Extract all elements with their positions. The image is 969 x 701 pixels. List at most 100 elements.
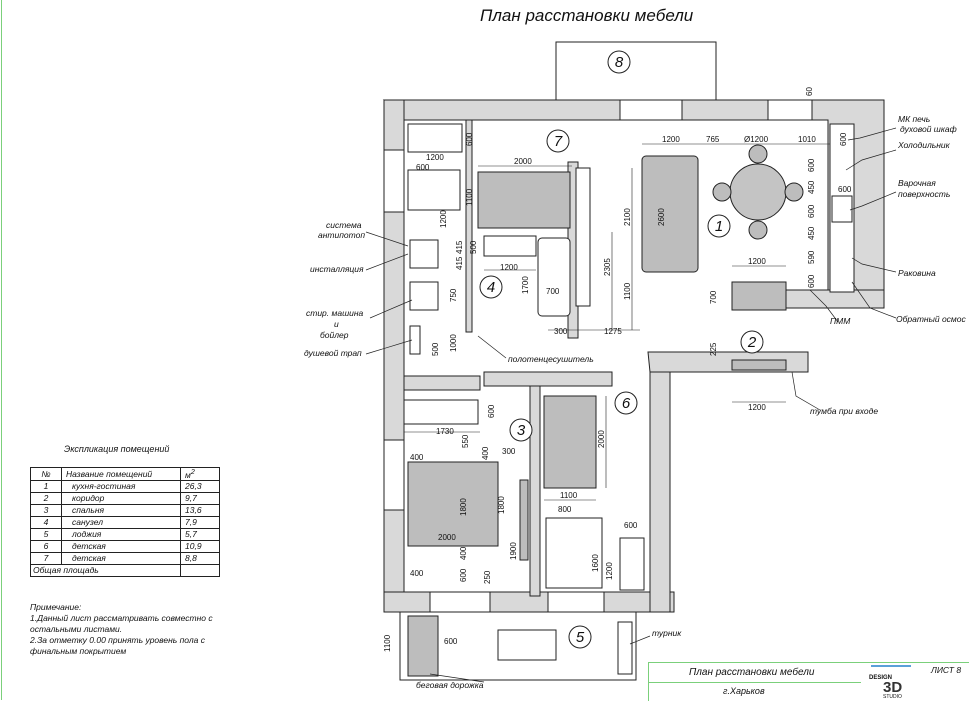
notes-line-2: 2.За отметку 0.00 принять уровень пола с… bbox=[30, 635, 205, 656]
design-studio-logo: DESIGN 3D STUDIO bbox=[865, 663, 921, 701]
bed-3 bbox=[407, 461, 499, 547]
dim-60: 60 bbox=[805, 87, 814, 96]
dim-2305: 2305 bbox=[603, 258, 612, 276]
loggia-bench bbox=[497, 629, 557, 661]
table-header: № Название помещений м2 bbox=[30, 467, 220, 481]
dim-1200-7v: 1200 bbox=[439, 210, 448, 228]
label-towel-dryer: полотенцесушитель bbox=[508, 354, 594, 364]
dim-225: 225 bbox=[709, 342, 718, 356]
label-fridge: Холодильник bbox=[897, 140, 951, 150]
notes-header: Примечание: bbox=[30, 602, 82, 612]
dim-1800-v: 1800 bbox=[497, 496, 506, 514]
table-row: 3 спальня 13,6 bbox=[30, 503, 220, 517]
table-row: 1 кухня-гостиная 26,3 bbox=[30, 479, 220, 493]
table-total-row: Общая площадь bbox=[30, 563, 220, 577]
label-installation: инсталляция bbox=[310, 264, 364, 274]
dim-1275: 1275 bbox=[604, 327, 622, 336]
dim-450a: 450 bbox=[807, 180, 816, 194]
dim-1100-b7: 1100 bbox=[465, 188, 474, 206]
title-block-city: г.Харьков bbox=[723, 686, 765, 696]
room-number-6: 6 bbox=[622, 395, 631, 412]
room-number-4: 4 bbox=[487, 279, 495, 296]
label-washer: стир. машина bbox=[306, 308, 364, 318]
dim-1600: 1600 bbox=[591, 554, 600, 572]
dim-1200-6: 1200 bbox=[605, 562, 614, 580]
chair bbox=[748, 144, 768, 164]
dim-700-bath: 700 bbox=[546, 287, 560, 296]
room-number-7: 7 bbox=[554, 133, 563, 150]
label-pmm: ПММ bbox=[830, 316, 851, 326]
row-name: санузел bbox=[61, 515, 181, 529]
dim-590: 590 bbox=[807, 250, 816, 264]
dim-1100-5: 1100 bbox=[383, 634, 392, 652]
label-hall-cabinet: тумба при входе bbox=[810, 406, 878, 416]
vanity bbox=[483, 235, 537, 257]
dim-600-7: 600 bbox=[465, 132, 474, 146]
total-label: Общая площадь bbox=[30, 563, 181, 577]
dim-400-3b: 400 bbox=[481, 446, 490, 460]
row-num: 3 bbox=[30, 503, 62, 517]
explication-title: Экспликация помещений bbox=[64, 444, 170, 454]
dim-600-pmm: 600 bbox=[807, 274, 816, 288]
row-area: 10,9 bbox=[180, 539, 220, 553]
explication-table: № Название помещений м2 1 кухня-гостиная… bbox=[30, 467, 220, 577]
dim-1200-hall: 1200 bbox=[748, 403, 766, 412]
dim-250: 250 bbox=[483, 570, 492, 584]
dim-415a: 415 bbox=[455, 240, 464, 254]
title-block-title: План расстановки мебели bbox=[689, 667, 815, 678]
toilet bbox=[409, 239, 439, 269]
row-num: 5 bbox=[30, 527, 62, 541]
dim-1800: 1800 bbox=[459, 498, 468, 516]
desk-6 bbox=[545, 517, 603, 589]
dim-1000: 1000 bbox=[449, 334, 458, 352]
label-sink: Раковина bbox=[898, 268, 936, 278]
tv-unit-3 bbox=[519, 479, 529, 561]
dim-600-k2: 600 bbox=[807, 204, 816, 218]
label-oven-cabinet: духовой шкаф bbox=[900, 124, 957, 134]
page-title: План расстановки мебели bbox=[480, 6, 694, 25]
dim-600-3b: 600 bbox=[459, 568, 468, 582]
room-number-8: 8 bbox=[615, 54, 624, 71]
label-antileak: система bbox=[326, 220, 362, 230]
row-name: кухня-гостиная bbox=[61, 479, 181, 493]
dim-400-3c: 400 bbox=[459, 546, 468, 560]
logo-roof-icon bbox=[871, 665, 911, 677]
dim-400-3a: 400 bbox=[410, 453, 424, 462]
row-num: 2 bbox=[30, 491, 62, 505]
label-treadmill: беговая дорожка bbox=[416, 680, 484, 690]
bathtub bbox=[537, 237, 571, 317]
row-area: 26,3 bbox=[180, 479, 220, 493]
label-washer-and: и bbox=[334, 319, 339, 329]
row-area: 7,9 bbox=[180, 515, 220, 529]
table-row: 2 коридор 9,7 bbox=[30, 491, 220, 505]
row-num: 6 bbox=[30, 539, 62, 553]
dim-300-c: 300 bbox=[554, 327, 568, 336]
chair bbox=[712, 182, 732, 202]
row-area: 8,8 bbox=[180, 551, 220, 565]
label-boiler: бойлер bbox=[320, 330, 349, 340]
bed-7 bbox=[477, 171, 571, 229]
dim-300-3: 300 bbox=[502, 447, 516, 456]
room-number-2: 2 bbox=[747, 334, 757, 351]
row-name: спальня bbox=[61, 503, 181, 517]
dimension-lines bbox=[404, 143, 830, 547]
table-row: 7 детская 8,8 bbox=[30, 551, 220, 565]
label-horizontal-bar: турник bbox=[652, 628, 682, 638]
wardrobe-7 bbox=[407, 123, 463, 153]
row-name: детская bbox=[61, 539, 181, 553]
hob bbox=[831, 195, 853, 223]
header-num: № bbox=[30, 467, 62, 481]
dim-415b: 415 bbox=[455, 256, 464, 270]
horizontal-bar bbox=[617, 621, 633, 675]
row-num: 1 bbox=[30, 479, 62, 493]
wardrobe-6 bbox=[619, 537, 645, 591]
sheet-number: ЛИСТ 8 bbox=[931, 665, 962, 675]
sofa bbox=[641, 155, 699, 273]
title-block: План расстановки мебели г.Харьков DESIGN… bbox=[648, 662, 969, 701]
logo-studio: STUDIO bbox=[883, 694, 902, 700]
dim-765: 765 bbox=[706, 135, 720, 144]
label-shower-drain: душевой трап bbox=[304, 348, 362, 358]
room-number-3: 3 bbox=[517, 422, 526, 439]
dim-1010: 1010 bbox=[798, 135, 816, 144]
dim-450b: 450 bbox=[807, 226, 816, 240]
